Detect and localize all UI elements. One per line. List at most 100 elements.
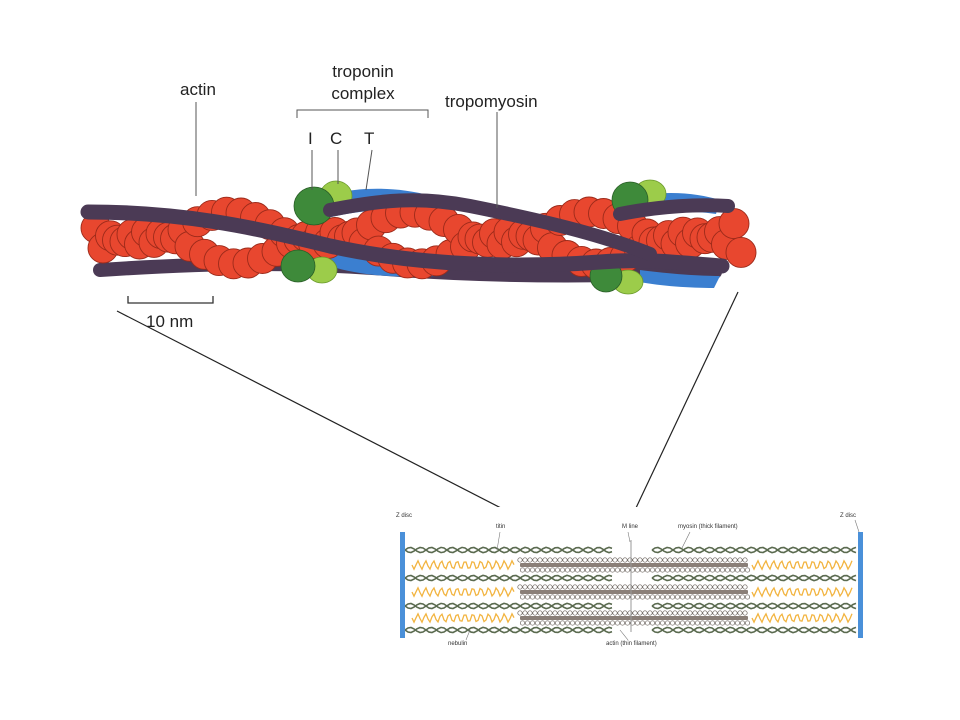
tropomyosin-label: tropomyosin xyxy=(445,92,538,111)
myosin-head xyxy=(569,567,576,573)
myosin-head xyxy=(664,594,671,600)
myosin-head xyxy=(569,594,576,600)
myosin-head xyxy=(674,620,681,626)
myosin-head xyxy=(729,620,736,626)
myosin-head xyxy=(679,594,686,600)
myosin-head xyxy=(714,567,721,573)
myosin-head xyxy=(589,620,596,626)
myosin-head xyxy=(664,567,671,573)
myosin-head xyxy=(657,557,663,563)
titin-spring-right xyxy=(751,586,853,598)
myosin-head xyxy=(539,620,546,626)
myosin-head xyxy=(554,594,561,600)
myosin-head xyxy=(599,567,606,573)
z-disc-left xyxy=(400,532,405,638)
titin-springs xyxy=(411,559,853,624)
myosin-head xyxy=(732,557,738,563)
myosin-head xyxy=(652,557,658,563)
myosin-head xyxy=(572,610,578,616)
titin-spring-right xyxy=(751,612,853,624)
myosin-head xyxy=(617,584,623,590)
myosin-head xyxy=(549,620,556,626)
myosin-head xyxy=(719,594,726,600)
myosin-head xyxy=(529,567,536,573)
z-disc-left-label: Z disc xyxy=(396,513,413,519)
myosin-head xyxy=(577,557,583,563)
actin-thin-pointer xyxy=(619,629,629,641)
myosin-head xyxy=(742,584,748,590)
myosin-head xyxy=(644,594,651,600)
thin-filament-left xyxy=(404,626,613,634)
myosin-head xyxy=(582,610,588,616)
myosin-head xyxy=(617,557,623,563)
thin-filament-right xyxy=(651,602,857,610)
myosin-head xyxy=(627,557,633,563)
myosin-head xyxy=(552,557,558,563)
myosin-head xyxy=(624,620,631,626)
thick-filament xyxy=(520,563,748,567)
myosin-head xyxy=(737,584,743,590)
myosin-head xyxy=(647,610,653,616)
myosin-head xyxy=(687,557,693,563)
myosin-head xyxy=(604,567,611,573)
myosin-head xyxy=(674,567,681,573)
myosin-head xyxy=(567,584,573,590)
myosin-head xyxy=(702,610,708,616)
myosin-head xyxy=(534,594,541,600)
myosin-head xyxy=(667,584,673,590)
myosin-head xyxy=(729,567,736,573)
myosin-head xyxy=(532,584,538,590)
myosin-head xyxy=(532,557,538,563)
myosin-head xyxy=(637,610,643,616)
myosin-head xyxy=(744,620,751,626)
myosin-head xyxy=(562,584,568,590)
actin-thin-filament-label: actin (thin filament) xyxy=(606,641,657,647)
myosin-head xyxy=(569,620,576,626)
myosin-head xyxy=(607,610,613,616)
myosin-head xyxy=(519,567,526,573)
myosin-head xyxy=(567,610,573,616)
myosin-head xyxy=(594,567,601,573)
myosin-head xyxy=(587,557,593,563)
myosin-head xyxy=(677,610,683,616)
myosin-head xyxy=(667,557,673,563)
tropomyosin-strand-crossing xyxy=(323,193,657,261)
myosin-head xyxy=(744,567,751,573)
myosin-head xyxy=(712,610,718,616)
sarcomere-inset xyxy=(392,507,872,649)
myosin-head xyxy=(739,620,746,626)
myosin-head xyxy=(554,620,561,626)
myosin-head xyxy=(544,620,551,626)
myosin-head xyxy=(624,594,631,600)
myosin-head xyxy=(579,620,586,626)
sarcomere-pointers xyxy=(465,519,860,641)
myosin-head xyxy=(549,594,556,600)
myosin-head xyxy=(567,557,573,563)
myosin-head xyxy=(634,620,641,626)
myosin-head xyxy=(519,620,526,626)
myosin-head xyxy=(602,557,608,563)
myosin-head xyxy=(697,557,703,563)
myosin-head xyxy=(649,620,656,626)
myosin-head xyxy=(737,610,743,616)
myosin-head xyxy=(659,567,666,573)
myosin-head xyxy=(687,584,693,590)
myosin-head xyxy=(524,620,531,626)
myosin-head xyxy=(712,557,718,563)
actin-monomer xyxy=(725,236,757,268)
myosin-head xyxy=(527,584,533,590)
myosin-head xyxy=(624,567,631,573)
myosin-head xyxy=(542,584,548,590)
myosin-head xyxy=(709,620,716,626)
myosin-head xyxy=(597,610,603,616)
myosin-head xyxy=(574,620,581,626)
myosin-head xyxy=(612,557,618,563)
myosin-head xyxy=(524,594,531,600)
myosin-head xyxy=(582,557,588,563)
myosin-head xyxy=(632,610,638,616)
myosin-head xyxy=(692,584,698,590)
thick-filament xyxy=(520,616,748,620)
myosin-head xyxy=(662,584,668,590)
myosin-head xyxy=(719,620,726,626)
